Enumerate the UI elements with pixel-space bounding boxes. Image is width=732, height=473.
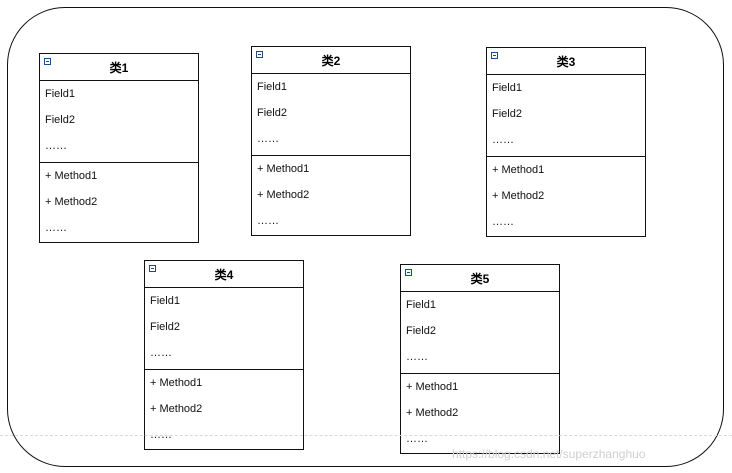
method-item: + Method2 — [492, 190, 545, 202]
methods-section: + Method1 + Method2 …… — [401, 374, 559, 452]
class-title: 类5 — [470, 272, 490, 286]
fields-section: Field1 Field2 …… — [252, 74, 410, 156]
class-header: 类1 — [40, 54, 198, 81]
class-title: 类4 — [214, 268, 234, 282]
class-header: 类3 — [487, 48, 645, 75]
watermark-guide-line — [0, 435, 732, 437]
method-item: + Method1 — [45, 170, 98, 182]
field-item: Field1 — [406, 299, 436, 311]
class-header: 类4 — [145, 261, 303, 288]
collapse-icon[interactable] — [149, 265, 156, 272]
field-ellipsis: …… — [257, 133, 279, 145]
method-item: + Method2 — [45, 196, 98, 208]
method-ellipsis: …… — [406, 433, 428, 445]
method-item: + Method2 — [150, 403, 203, 415]
fields-section: Field1 Field2 …… — [487, 75, 645, 157]
class-box-5[interactable]: 类5 Field1 Field2 …… + Method1 + Method2 … — [400, 264, 560, 454]
class-box-2[interactable]: 类2 Field1 Field2 …… + Method1 + Method2 … — [251, 46, 411, 236]
class-header: 类2 — [252, 47, 410, 74]
collapse-icon[interactable] — [44, 58, 51, 65]
collapse-icon[interactable] — [256, 51, 263, 58]
watermark-text: https://blog.csdn.net/superzhanghuo — [452, 447, 646, 461]
field-item: Field2 — [492, 108, 522, 120]
field-item: Field1 — [257, 81, 287, 93]
field-ellipsis: …… — [406, 351, 428, 363]
field-item: Field1 — [45, 88, 75, 100]
method-ellipsis: …… — [492, 216, 514, 228]
field-item: Field1 — [150, 295, 180, 307]
fields-section: Field1 Field2 …… — [401, 292, 559, 374]
class-box-3[interactable]: 类3 Field1 Field2 …… + Method1 + Method2 … — [486, 47, 646, 237]
class-box-1[interactable]: 类1 Field1 Field2 …… + Method1 + Method2 … — [39, 53, 199, 243]
field-item: Field2 — [257, 107, 287, 119]
method-item: + Method2 — [257, 189, 310, 201]
field-ellipsis: …… — [492, 134, 514, 146]
method-item: + Method1 — [492, 164, 545, 176]
method-item: + Method1 — [150, 377, 203, 389]
fields-section: Field1 Field2 …… — [145, 288, 303, 370]
collapse-icon[interactable] — [491, 52, 498, 59]
field-ellipsis: …… — [45, 140, 67, 152]
field-item: Field2 — [150, 321, 180, 333]
methods-section: + Method1 + Method2 …… — [487, 157, 645, 235]
method-ellipsis: …… — [257, 215, 279, 227]
class-header: 类5 — [401, 265, 559, 292]
method-item: + Method2 — [406, 407, 459, 419]
class-title: 类2 — [321, 54, 341, 68]
method-item: + Method1 — [406, 381, 459, 393]
method-item: + Method1 — [257, 163, 310, 175]
methods-section: + Method1 + Method2 …… — [145, 370, 303, 448]
field-item: Field2 — [406, 325, 436, 337]
methods-section: + Method1 + Method2 …… — [40, 163, 198, 241]
collapse-icon[interactable] — [405, 269, 412, 276]
class-title: 类1 — [109, 61, 129, 75]
field-item: Field1 — [492, 82, 522, 94]
field-ellipsis: …… — [150, 347, 172, 359]
class-box-4[interactable]: 类4 Field1 Field2 …… + Method1 + Method2 … — [144, 260, 304, 450]
class-title: 类3 — [556, 55, 576, 69]
methods-section: + Method1 + Method2 …… — [252, 156, 410, 234]
field-item: Field2 — [45, 114, 75, 126]
fields-section: Field1 Field2 …… — [40, 81, 198, 163]
method-ellipsis: …… — [45, 222, 67, 234]
